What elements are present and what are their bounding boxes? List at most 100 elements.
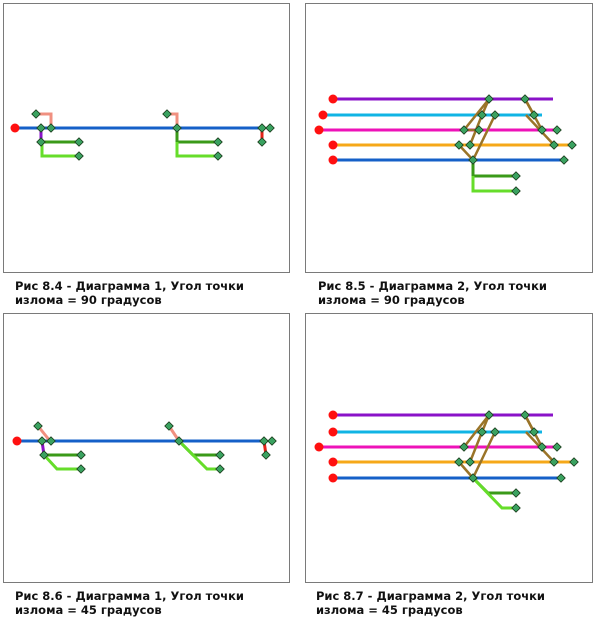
figure-8-6-diagram [12, 421, 277, 474]
caption-line-1: Рис 8.6 - Диаграмма 1, Угол точки [15, 589, 244, 603]
junction-node [465, 140, 475, 150]
figure-8-7-caption: Рис 8.7 - Диаграмма 2, Угол точки излома… [316, 589, 545, 617]
junction-node [465, 457, 475, 467]
source-node [328, 473, 338, 483]
source-node [328, 155, 338, 165]
figure-8-5-caption: Рис 8.5 - Диаграмма 2, Угол точки излома… [318, 279, 547, 307]
junction-node [257, 137, 267, 147]
figure-8-4-caption: Рис 8.4 - Диаграмма 1, Угол точки излома… [15, 279, 244, 307]
caption-line-1: Рис 8.4 - Диаграмма 1, Угол точки [15, 279, 244, 293]
junction-node [215, 464, 225, 474]
junction-node [511, 186, 521, 196]
junction-node [520, 94, 530, 104]
junction-node [569, 457, 579, 467]
junction-node [46, 436, 56, 446]
brown-connectors [458, 414, 555, 479]
junction-node [257, 123, 267, 133]
junction-node [567, 140, 577, 150]
junction-node [265, 123, 275, 133]
junction-node [537, 442, 547, 452]
network-edges [17, 425, 268, 471]
junction-node [213, 151, 223, 161]
junction-node [529, 427, 539, 437]
junction-node [537, 125, 547, 135]
junction-node [484, 94, 494, 104]
junction-node [454, 457, 464, 467]
branch-light-green-1 [40, 142, 79, 158]
junction-node [490, 427, 500, 437]
junction-node [477, 110, 487, 120]
junction-node [454, 140, 464, 150]
junction-node [39, 450, 49, 460]
junction-node [172, 123, 182, 133]
caption-line-2: излома = 90 градусов [15, 293, 162, 307]
junction-node [459, 442, 469, 452]
source-node [328, 140, 338, 150]
branch-light-green-1 [42, 453, 81, 471]
junction-node [36, 123, 46, 133]
junction-node [76, 464, 86, 474]
junction-node [36, 137, 46, 147]
figure-8-7-diagram [314, 410, 579, 513]
junction-node [267, 436, 277, 446]
junction-node [174, 436, 184, 446]
junction-node [164, 421, 174, 431]
source-node [328, 457, 338, 467]
junction-node [474, 125, 484, 135]
junction-node [46, 123, 56, 133]
junction-node [261, 450, 271, 460]
junction-node [559, 155, 569, 165]
figure-8-4-diagram [10, 109, 275, 161]
junction-node [549, 140, 559, 150]
junction-node [484, 410, 494, 420]
junction-nodes [454, 410, 579, 513]
junction-node [215, 450, 225, 460]
junction-node [556, 473, 566, 483]
source-node [12, 436, 22, 446]
network-edges [319, 97, 572, 193]
junction-node [511, 488, 521, 498]
source-nodes [314, 410, 338, 483]
junction-node [459, 125, 469, 135]
caption-line-2: излома = 90 градусов [318, 293, 465, 307]
branch-dark-green-2 [175, 128, 218, 144]
source-node [328, 410, 338, 420]
junction-node [74, 137, 84, 147]
junction-node [259, 436, 269, 446]
junction-node [490, 110, 500, 120]
junction-node [477, 427, 487, 437]
junction-node [520, 410, 530, 420]
figure-8-4-panel [3, 3, 290, 273]
caption-line-2: излома = 45 градусов [15, 603, 162, 617]
junction-nodes [31, 109, 275, 161]
junction-node [468, 155, 478, 165]
branch-light-green-2 [175, 142, 218, 158]
branch-light-green [471, 176, 516, 193]
network-edges [319, 413, 574, 510]
junction-node [511, 503, 521, 513]
junction-node [552, 442, 562, 452]
source-node [10, 123, 20, 133]
junction-node [33, 421, 43, 431]
junction-node [552, 125, 562, 135]
junction-node [468, 473, 478, 483]
source-node [328, 427, 338, 437]
caption-line-1: Рис 8.5 - Диаграмма 2, Угол точки [318, 279, 547, 293]
junction-nodes [454, 94, 577, 196]
network-edges [15, 112, 264, 158]
junction-node [74, 151, 84, 161]
junction-node [76, 450, 86, 460]
branch-dark-green [471, 160, 516, 178]
caption-line-1: Рис 8.7 - Диаграмма 2, Угол точки [316, 589, 545, 603]
source-node [314, 442, 324, 452]
junction-node [529, 110, 539, 120]
figure-8-6-caption: Рис 8.6 - Диаграмма 1, Угол точки излома… [15, 589, 244, 617]
source-node [318, 110, 328, 120]
junction-node [37, 436, 47, 446]
junction-node [162, 109, 172, 119]
figure-8-5-diagram [314, 94, 577, 196]
caption-line-2: излома = 45 градусов [316, 603, 463, 617]
junction-node [511, 171, 521, 181]
source-node [314, 125, 324, 135]
figure-8-7-panel [305, 313, 593, 583]
